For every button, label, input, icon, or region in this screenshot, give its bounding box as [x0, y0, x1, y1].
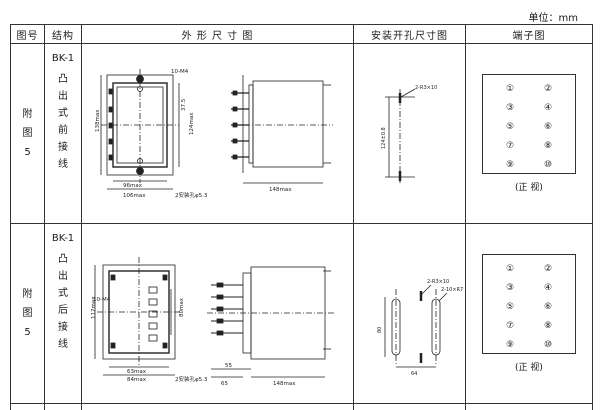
terminal-diagram-cell: ① ② ③ ④ ⑤ ⑥ ⑦ ⑧ ⑨ ⑩ (正 视): [466, 224, 593, 404]
terminal-diagram: ① ② ③ ④ ⑤ ⑥ ⑦ ⑧ ⑨ ⑩: [482, 74, 576, 174]
terminal-6: ⑥: [529, 121, 567, 134]
table-tail: [11, 404, 593, 410]
header-outline: 外 形 尺 寸 图: [82, 25, 354, 44]
header-fig-no: 图号: [11, 25, 45, 44]
terminal-6: ⑥: [529, 301, 567, 314]
header-cutout: 安装开孔尺寸图: [354, 25, 466, 44]
cutout-label: 80: [377, 326, 383, 332]
terminal-9: ⑨: [491, 159, 529, 172]
dim-label: 10-M4: [93, 297, 111, 303]
structure-text: 凸出式后接线: [45, 251, 81, 353]
dim-label: 2安装孔φ5.3: [175, 375, 208, 383]
terminal-1: ①: [491, 263, 529, 276]
outline-drawing-cell: 117max 10-M4 80max 63max 84max 2安装孔φ5.3: [82, 224, 354, 404]
terminal-2: ②: [529, 83, 567, 96]
terminal-8: ⑧: [529, 140, 567, 153]
cutout-drawing: 2-R3×10 124±0.8: [355, 59, 465, 209]
terminal-diagram-cell: ① ② ③ ④ ⑤ ⑥ ⑦ ⑧ ⑨ ⑩ (正 视): [466, 44, 593, 224]
outline-drawing: 138max 10-M4 96max 106max 2安装孔φ5.3 124ma…: [83, 59, 353, 209]
terminal-7: ⑦: [491, 320, 529, 333]
cutout-drawing: 2-R3×10 2-10×R7 80 64: [355, 239, 465, 389]
terminal-10: ⑩: [529, 159, 567, 172]
view-label: (正 视): [466, 180, 592, 193]
cutout-label: 2-10×R7: [441, 287, 463, 293]
dim-label: 65: [221, 381, 228, 387]
model-code: BK-1: [45, 230, 81, 247]
dim-label: 124max: [189, 111, 195, 134]
terminal-1: ①: [491, 83, 529, 96]
terminal-10: ⑩: [529, 339, 567, 352]
unit-label: 单位：mm: [529, 9, 578, 24]
dim-label: 84max: [127, 377, 147, 383]
dim-label: 106max: [123, 193, 146, 199]
dim-label: 80max: [179, 297, 185, 317]
cutout-label: 2-R3×10: [415, 85, 437, 91]
view-label: (正 视): [466, 360, 592, 373]
cutout-label: 64: [411, 371, 417, 377]
cutout-drawing-cell: 2-R3×10 2-10×R7 80 64: [354, 224, 466, 404]
dim-label: 2安装孔φ5.3: [175, 191, 208, 199]
terminal-5: ⑤: [491, 121, 529, 134]
cutout-label: 2-R3×10: [427, 279, 449, 285]
terminal-3: ③: [491, 282, 529, 295]
model-code: BK-1: [45, 50, 81, 67]
cutout-label: 124±0.8: [381, 127, 387, 149]
dim-label: 10-M4: [171, 69, 189, 75]
dim-label: 148max: [269, 187, 292, 193]
terminal-8: ⑧: [529, 320, 567, 333]
terminal-4: ④: [529, 102, 567, 115]
outline-drawing: 117max 10-M4 80max 63max 84max 2安装孔φ5.3: [83, 239, 353, 389]
dim-label: 55: [225, 363, 232, 369]
header-row: 图号 结构 外 形 尺 寸 图 安装开孔尺寸图 端子图: [11, 25, 593, 44]
dim-label: 138max: [95, 108, 101, 131]
structure-cell: BK-1 凸出式后接线: [45, 224, 82, 404]
dim-label: 63max: [127, 369, 147, 375]
structure-cell: BK-1 凸出式前接线: [45, 44, 82, 224]
dim-label: 96max: [123, 183, 143, 189]
terminal-diagram: ① ② ③ ④ ⑤ ⑥ ⑦ ⑧ ⑨ ⑩: [482, 254, 576, 354]
header-terminals: 端子图: [466, 25, 593, 44]
cutout-drawing-cell: 2-R3×10 124±0.8: [354, 44, 466, 224]
terminal-3: ③: [491, 102, 529, 115]
terminal-9: ⑨: [491, 339, 529, 352]
terminal-4: ④: [529, 282, 567, 295]
dim-label: 37.5: [181, 98, 187, 111]
outline-drawing-cell: 138max 10-M4 96max 106max 2安装孔φ5.3 124ma…: [82, 44, 354, 224]
terminal-7: ⑦: [491, 140, 529, 153]
terminal-2: ②: [529, 263, 567, 276]
header-structure: 结构: [45, 25, 82, 44]
dim-label: 148max: [273, 381, 296, 387]
terminal-5: ⑤: [491, 301, 529, 314]
structure-text: 凸出式前接线: [45, 71, 81, 173]
